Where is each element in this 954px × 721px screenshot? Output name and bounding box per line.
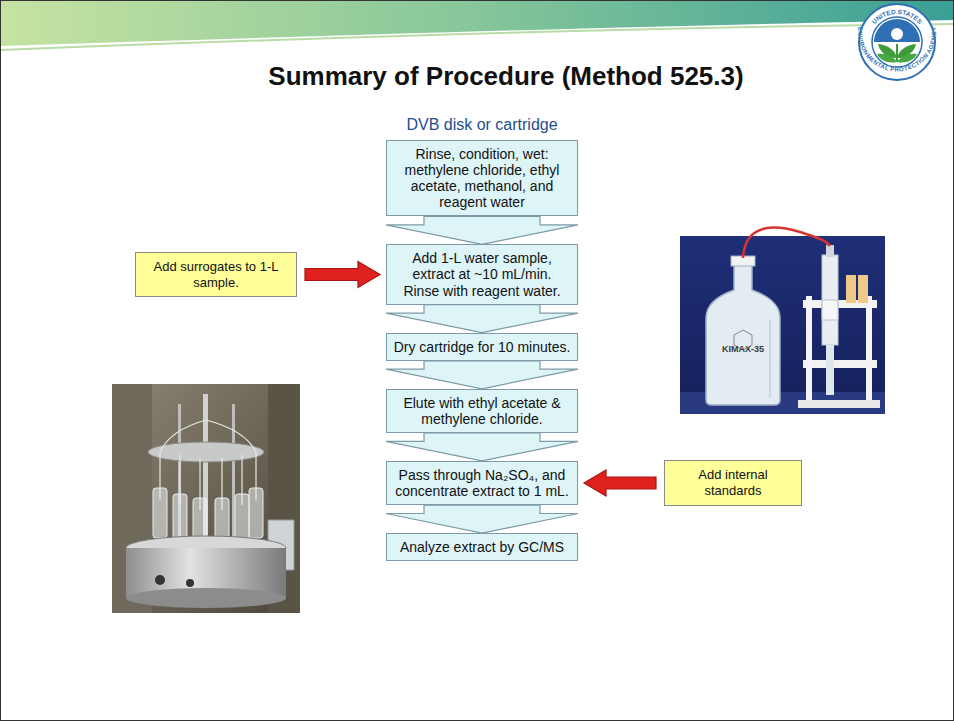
- step-text: Add 1-L water sample, extract at ~10 mL/…: [393, 250, 571, 298]
- process-box: Add 1-L water sample, extract at ~10 mL/…: [386, 244, 578, 304]
- column-heading: DVB disk or cartridge: [376, 115, 588, 134]
- note-box: Add surrogates to 1-L sample.: [135, 252, 297, 297]
- flow-arrow: [386, 505, 578, 533]
- seal-text: ENVIRONMENTAL PROTECTION AGENCY: [857, 27, 937, 73]
- process-box: Analyze extract by GC/MS: [386, 533, 578, 561]
- process-box: Elute with ethyl acetate & methylene chl…: [386, 389, 578, 433]
- seal-text: UNITED STATES: [870, 8, 924, 26]
- process-box: Rinse, condition, wet: methylene chlorid…: [386, 140, 578, 216]
- step-text: Analyze extract by GC/MS: [393, 539, 571, 555]
- extraction-photo: [680, 228, 885, 414]
- bottle-marking: KIMAX-35: [712, 344, 774, 355]
- process-box: Pass through Na₂SO₄, and concentrate ext…: [386, 461, 578, 505]
- flow-arrow: [386, 216, 578, 244]
- step-text: Pass through Na₂SO₄, and concentrate ext…: [393, 467, 571, 499]
- step-text: Rinse, condition, wet: methylene chlorid…: [393, 146, 571, 210]
- callout-arrow: [584, 470, 656, 496]
- process-box: Dry cartridge for 10 minutes.: [386, 333, 578, 361]
- step-text: Elute with ethyl acetate & methylene chl…: [393, 395, 571, 427]
- evaporator-photo: [112, 384, 300, 613]
- header-line: [0, 24, 954, 50]
- note-text: Add internal standards: [671, 467, 795, 498]
- callout-arrow: [305, 262, 380, 288]
- agency-seal: UNITED STATES ENVIRONMENTAL PROTECTION A…: [857, 4, 937, 80]
- slide-title: Summary of Procedure (Method 525.3): [206, 60, 806, 92]
- flow-arrow: [386, 433, 578, 461]
- note-box: Add internal standards: [664, 460, 802, 505]
- flow-arrow: [386, 305, 578, 333]
- step-text: Dry cartridge for 10 minutes.: [393, 339, 571, 355]
- flow-arrow: [386, 361, 578, 389]
- note-text: Add surrogates to 1-L sample.: [142, 259, 290, 290]
- header-band: [0, 0, 954, 46]
